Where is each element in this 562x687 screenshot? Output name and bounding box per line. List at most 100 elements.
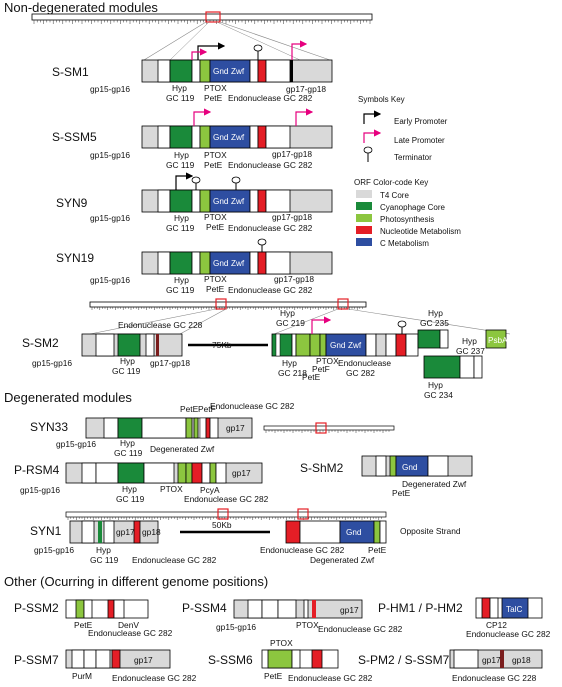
orf-label-gnd: Gnd	[213, 197, 229, 206]
label-gp15-gp16: gp15-gp16	[90, 84, 130, 94]
label-gc219: GC 219	[276, 318, 305, 328]
genome-orf-ticks	[265, 430, 390, 433]
label-cp12: CP12	[486, 620, 507, 630]
genome-row-syn19: SYN19 Gnd Zwf gp15-gp16 Hyp GC 119 PTOX …	[56, 238, 333, 295]
label-gp17-gp18: gp17-gp18	[150, 358, 190, 368]
late-promoter-icon	[363, 129, 382, 143]
key-late-promoter: Late Promoter	[394, 136, 445, 145]
genome-name: S-ShM2	[300, 461, 344, 475]
label-gc282: GC 282	[346, 368, 375, 378]
genome-row-p-ssm7: P-SSM7 gp17 PurM Endonuclease GC 282	[14, 649, 197, 683]
label-gp17-gp18: gp17-gp18	[272, 212, 312, 222]
label-hyp: Hyp	[174, 150, 189, 160]
label-pete: PetE	[302, 372, 321, 382]
label-50kb: 50Kb	[212, 520, 232, 530]
label-hyp: Hyp	[174, 213, 189, 223]
label-hyp: Hyp	[120, 356, 135, 366]
genome-name: SYN9	[56, 196, 88, 210]
genome-name: S-SM2	[22, 336, 59, 350]
orf-label-zwf: Zwf	[231, 133, 245, 142]
label-pcya: PcyA	[200, 485, 220, 495]
genome-row-p-hm: P-HM1 / P-HM2 TalC CP12 Endonuclease GC …	[378, 597, 551, 639]
orf-label-gnd: Gnd	[330, 341, 346, 350]
label-gp17: gp17	[226, 423, 245, 433]
label-hyp: Hyp	[280, 308, 295, 318]
genome-name: S-SSM6	[208, 653, 253, 667]
label-endonuclease-gc282: Endonuclease GC 282	[228, 223, 313, 233]
late-promoter-icon	[295, 108, 314, 126]
orf-label-gnd: Gnd	[213, 67, 229, 76]
key-t4-core: T4 Core	[380, 191, 409, 200]
early-promoter-icon	[363, 110, 382, 124]
label-hyp: Hyp	[96, 545, 111, 555]
label-ptox: PTOX	[204, 274, 227, 284]
label-petf: PetF	[312, 364, 330, 374]
orf-label-zwf: Zwf	[231, 197, 245, 206]
genome-row-s-sm1: S-SM1 Gnd Zwf gp15-gp16 Hyp GC 119 PTOX …	[52, 40, 333, 103]
orf-label-zwf: Zwf	[231, 67, 245, 76]
label-opposite-strand: Opposite Strand	[400, 526, 461, 536]
key-c-metabolism: C Metabolism	[380, 239, 429, 248]
orf-label-psba: PsbA	[488, 336, 508, 345]
label-gp17: gp17	[482, 655, 501, 665]
genome-row-s-pm2: S-PM2 / S-SSM7 gp17 gp18 Endonuclease GC…	[358, 649, 543, 683]
orf-cyanophage-core	[169, 59, 193, 83]
genome-name: P-HM1 / P-HM2	[378, 601, 463, 615]
label-endonuclease-gc282: Endonuclease GC 282	[260, 545, 345, 555]
label-gp17: gp17	[116, 527, 135, 537]
zoom-region-marker	[337, 298, 349, 310]
label-gc119: GC 119	[166, 223, 195, 233]
label-endonuclease-gc282: Endonuclease GC 282	[112, 673, 197, 683]
label-endonuclease-gc282: Endonuclease GC 282	[132, 555, 217, 565]
label-pete: PetE	[206, 222, 225, 232]
label-ptox: PTOX	[204, 212, 227, 222]
genome-orf-ticks	[67, 517, 382, 520]
label-endonuclease-gc228: Endonuclease GC 228	[452, 673, 537, 683]
genome-overview-syn1	[65, 508, 387, 520]
label-hyp: Hyp	[172, 83, 187, 93]
genome-row-p-ssm2: P-SSM2 PetE DenV Endonuclease GC 282	[14, 599, 173, 638]
key-early-promoter: Early Promoter	[394, 117, 448, 126]
label-gc237: GC 237	[456, 346, 485, 356]
label-endonuclease-gc282: Endonuclease GC 282	[184, 494, 269, 504]
orf-label-gnd: Gnd	[213, 133, 229, 142]
label-pete: PetE	[368, 545, 387, 555]
label-denv: DenV	[118, 620, 139, 630]
genome-name: P-SSM4	[182, 601, 227, 615]
label-gp17-gp18: gp17-gp18	[272, 149, 312, 159]
orf-label-gnd: Gnd	[213, 259, 229, 268]
label-gp17: gp17	[134, 655, 153, 665]
label-ptox: PTOX	[204, 83, 227, 93]
genome-overview-top	[31, 11, 373, 61]
label-gp17-gp18: gp17-gp18	[274, 274, 314, 284]
key-terminator: Terminator	[394, 153, 432, 162]
early-promoter-icon	[197, 42, 226, 60]
label-gp18: gp18	[512, 655, 531, 665]
label-endonuclease-gc282: Endonuclease GC 282	[228, 285, 313, 295]
zoom-region-marker	[297, 508, 309, 520]
label-ptox: PTOX	[160, 484, 183, 494]
label-endonuclease-gc282: Endonuclease GC 282	[228, 160, 313, 170]
label-pete: PetE	[204, 160, 223, 170]
label-gp17: gp17	[232, 468, 251, 478]
label-gp15-gp16: gp15-gp16	[34, 545, 74, 555]
genome-orf-ticks	[91, 307, 363, 310]
genome-orf-ticks	[33, 20, 371, 24]
label-purm: PurM	[72, 671, 92, 681]
label-gp15-gp16: gp15-gp16	[32, 358, 72, 368]
genome-row-s-shm2: S-ShM2 Gnd Degenerated Zwf PetE	[300, 455, 473, 498]
label-ptox: PTOX	[204, 150, 227, 160]
label-gc119: GC 119	[112, 366, 141, 376]
label-degenerated-zwf: Degenerated Zwf	[150, 444, 215, 454]
label-gp15-gp16: gp15-gp16	[56, 439, 96, 449]
label-pete: PetE	[206, 284, 225, 294]
genome-name: P-RSM4	[14, 463, 60, 477]
key-cyanophage-core: Cyanophage Core	[380, 203, 445, 212]
label-hyp: Hyp	[282, 358, 297, 368]
orf-label-talc: TalC	[506, 605, 522, 614]
label-gp15-gp16: gp15-gp16	[20, 485, 60, 495]
label-endonuclease-gc282: Endonuclease GC 282	[288, 673, 373, 683]
label-gc119: GC 119	[114, 448, 143, 458]
genome-name: P-SSM2	[14, 601, 59, 615]
genome-overview-s-sm2	[89, 298, 511, 335]
